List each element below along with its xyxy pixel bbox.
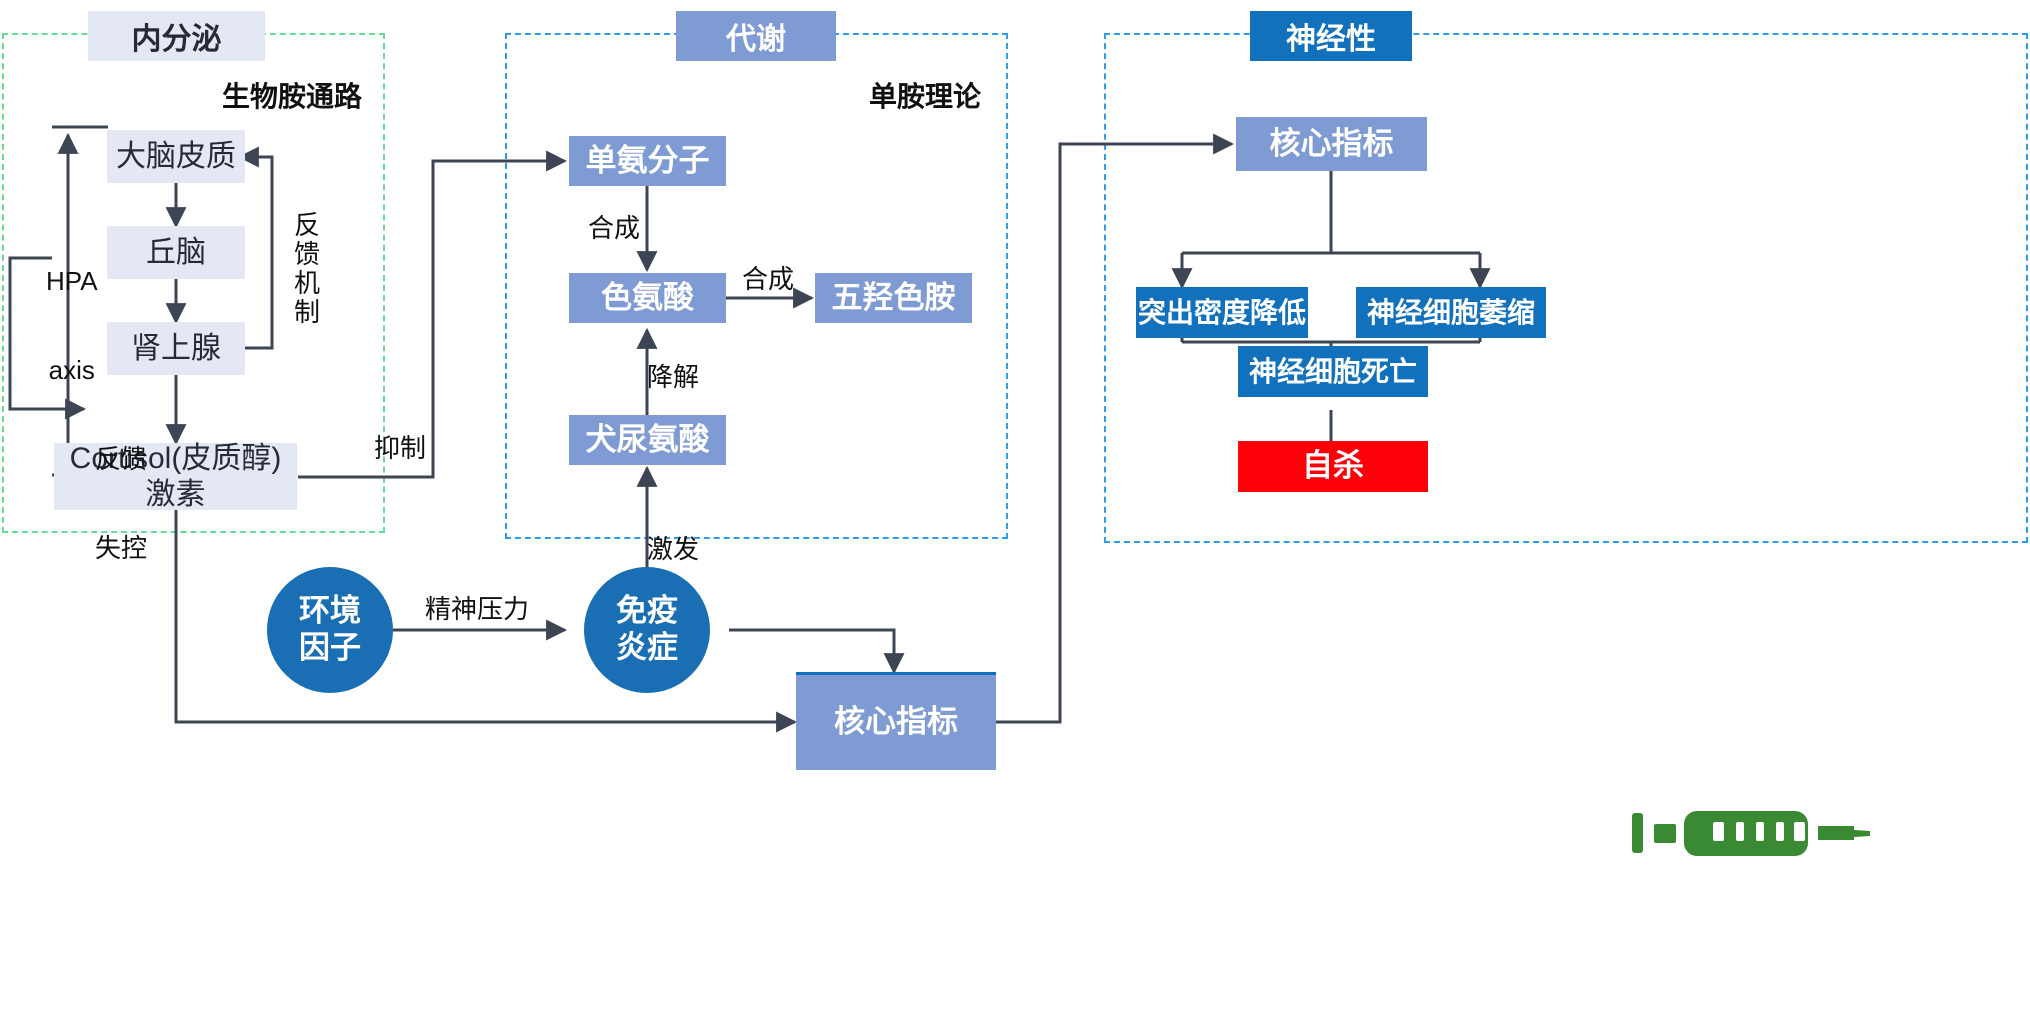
heading-monoamine-theory: 单胺理论 bbox=[869, 81, 982, 112]
node-cortisol[interactable]: Cortisol(皮质醇) 激素 bbox=[54, 442, 297, 511]
group-title-metabolic-label: 代谢 bbox=[726, 23, 786, 56]
node-serotonin-label: 五羟色胺 bbox=[831, 279, 956, 315]
syringe-icon bbox=[1632, 811, 1870, 856]
edge-label-feedback-loss: 反馈 失控 bbox=[95, 385, 147, 624]
group-title-endocrine: 内分泌 bbox=[88, 11, 265, 61]
edge-label-mental-stress: 精神压力 bbox=[425, 594, 530, 624]
group-title-neuro-label: 神经性 bbox=[1286, 23, 1376, 56]
group-title-metabolic: 代谢 bbox=[676, 11, 836, 61]
node-neuron-atrophy-label: 神经细胞萎缩 bbox=[1366, 296, 1535, 328]
node-suicide-label: 自杀 bbox=[1302, 448, 1364, 484]
group-title-endocrine-label: 内分泌 bbox=[131, 23, 222, 56]
node-serotonin[interactable]: 五羟色胺 bbox=[815, 273, 972, 323]
node-synapse-density-down[interactable]: 突出密度降低 bbox=[1136, 287, 1308, 338]
node-core-index-top[interactable]: 核心指标 bbox=[1236, 117, 1427, 171]
group-title-neuro: 神经性 bbox=[1250, 11, 1412, 61]
node-core-index-bottom[interactable]: 核心指标 bbox=[796, 672, 996, 770]
node-immune-inflammation-line1: 免疫 bbox=[616, 593, 678, 629]
edge-label-degradation: 降解 bbox=[647, 362, 700, 392]
node-environment-factor[interactable]: 环境 因子 bbox=[267, 567, 393, 693]
feedback-mechanism-char-3: 机 bbox=[293, 268, 320, 299]
hpa-axis-label: HPA axis bbox=[46, 207, 98, 446]
hpa-axis-line2: axis bbox=[48, 355, 95, 386]
node-hypothalamus[interactable]: 丘脑 bbox=[107, 226, 245, 279]
node-neuron-atrophy[interactable]: 神经细胞萎缩 bbox=[1356, 287, 1546, 338]
feedback-loss-line2: 失控 bbox=[95, 533, 148, 564]
feedback-mechanism-char-2: 馈 bbox=[293, 239, 320, 270]
node-environment-factor-line1: 环境 bbox=[299, 593, 361, 629]
node-immune-inflammation-line2: 炎症 bbox=[616, 630, 678, 665]
edge-label-activation: 激发 bbox=[647, 534, 700, 564]
node-cortisol-label-line2: 激素 bbox=[145, 477, 206, 511]
node-cortex[interactable]: 大脑皮质 bbox=[107, 130, 245, 183]
edge-label-synthesis-1: 合成 bbox=[588, 213, 641, 243]
node-environment-factor-line2: 因子 bbox=[299, 630, 361, 665]
node-hypothalamus-label: 丘脑 bbox=[146, 235, 206, 269]
node-synapse-density-down-label: 突出密度降低 bbox=[1137, 296, 1306, 328]
edge-label-inhibition: 抑制 bbox=[374, 433, 427, 463]
edge-label-feedback-mechanism: 反 馈 机 制 bbox=[290, 210, 324, 328]
node-monoamine-molecule-label: 单氨分子 bbox=[585, 142, 710, 178]
feedback-loss-line1: 反馈 bbox=[95, 443, 148, 474]
node-neuron-death[interactable]: 神经细胞死亡 bbox=[1238, 346, 1428, 397]
feedback-mechanism-char-4: 制 bbox=[293, 297, 320, 328]
edge-label-synthesis-2: 合成 bbox=[742, 264, 795, 294]
node-tryptophan[interactable]: 色氨酸 bbox=[569, 273, 726, 323]
node-cortex-label: 大脑皮质 bbox=[116, 139, 236, 173]
node-immune-inflammation[interactable]: 免疫 炎症 bbox=[584, 567, 710, 693]
node-core-index-top-label: 核心指标 bbox=[1269, 125, 1394, 161]
heading-biogenic-amine-pathway: 生物胺通路 bbox=[222, 81, 363, 112]
hpa-axis-line1: HPA bbox=[46, 265, 98, 296]
node-core-index-bottom-label: 核心指标 bbox=[834, 704, 958, 740]
node-tryptophan-label: 色氨酸 bbox=[601, 279, 694, 315]
node-monoamine-molecule[interactable]: 单氨分子 bbox=[569, 136, 726, 186]
feedback-mechanism-char-1: 反 bbox=[293, 210, 320, 240]
node-kynurenine-label: 犬尿氨酸 bbox=[585, 421, 710, 457]
node-cortisol-label-line1: Cortisol(皮质醇) bbox=[69, 442, 282, 476]
node-neuron-death-label: 神经细胞死亡 bbox=[1248, 355, 1417, 387]
node-kynurenine[interactable]: 犬尿氨酸 bbox=[569, 415, 726, 465]
node-adrenal[interactable]: 肾上腺 bbox=[107, 322, 245, 375]
node-adrenal-label: 肾上腺 bbox=[131, 331, 221, 365]
node-suicide[interactable]: 自杀 bbox=[1238, 441, 1428, 492]
